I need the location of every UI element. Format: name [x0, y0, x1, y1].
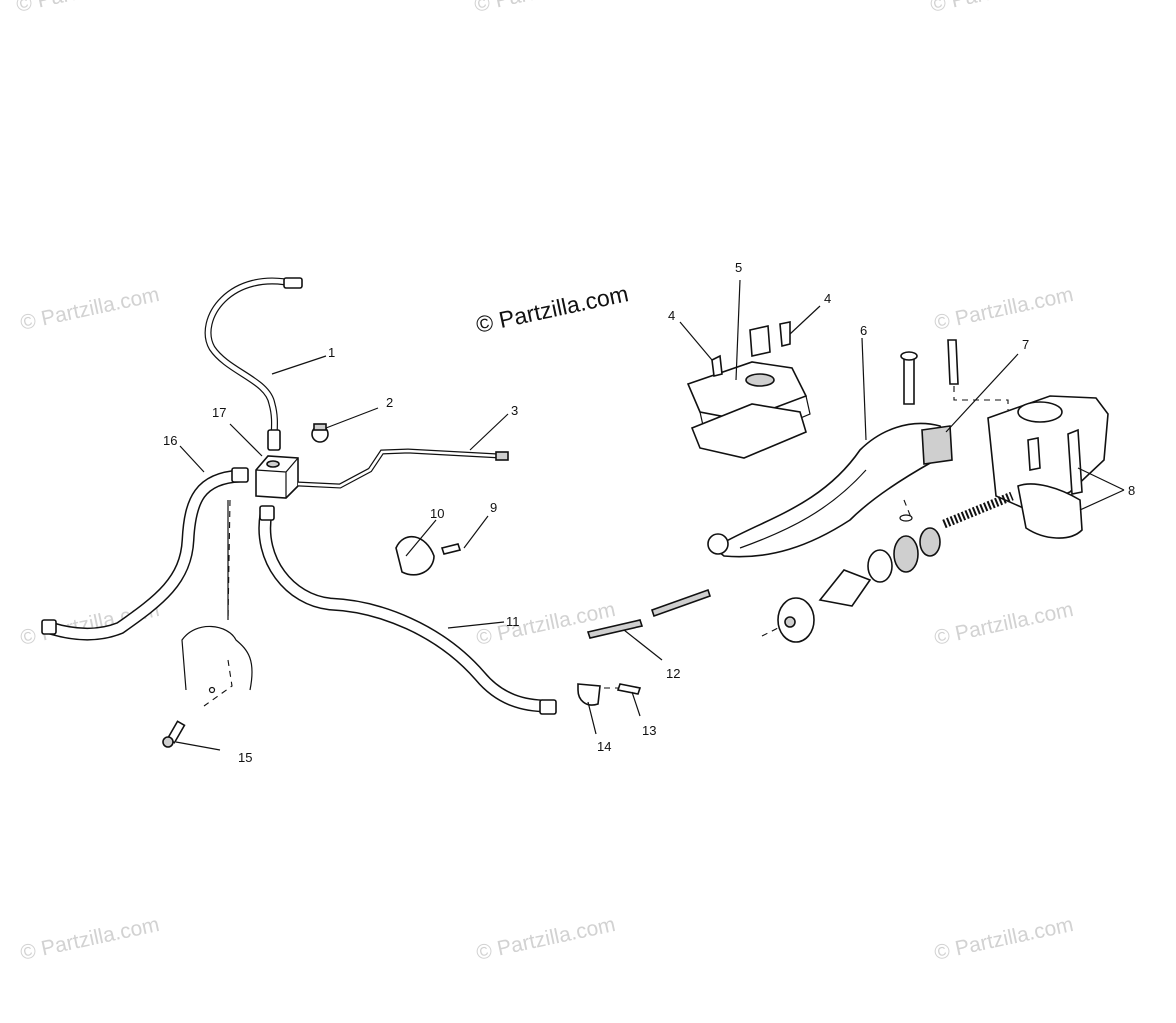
callout-17: 17: [212, 405, 226, 420]
callout-1: 1: [328, 345, 335, 360]
watermark-tile: © Partzilla.com: [474, 598, 617, 650]
callout-11: 11: [506, 614, 520, 629]
callout-14: 14: [597, 739, 611, 754]
watermark-tile: © Partzilla.com: [472, 0, 615, 17]
dust-boot: [818, 569, 872, 607]
callout-12: 12: [666, 666, 680, 681]
callout-2: 2: [386, 395, 393, 410]
watermark-tile: © Partzilla.com: [474, 913, 617, 965]
callout-4b: 4: [824, 291, 831, 306]
piston-cup: [919, 527, 941, 557]
small-parts: [395, 535, 712, 706]
watermark-tile: © Partzilla.com: [14, 0, 157, 17]
throttle-cable-3: [297, 448, 501, 489]
screw-13: [616, 683, 642, 695]
callout-13: 13: [642, 723, 656, 738]
brake-switch-7: [921, 425, 953, 465]
callout-5: 5: [735, 260, 742, 275]
screw-4a: [711, 354, 723, 377]
pin-9: [440, 543, 462, 555]
watermark-tile: © Partzilla.com: [932, 598, 1075, 650]
callout-3: 3: [511, 403, 518, 418]
watermark-layer: © Partzilla.com © Partzilla.com © Partzi…: [14, 0, 1075, 965]
clamp-bolt: [1067, 428, 1083, 495]
frame-panel: [181, 625, 253, 691]
pin-7: [947, 339, 959, 385]
hose-1-bottom-fitting: [267, 429, 281, 451]
watermark-tile: © Partzilla.com: [18, 283, 161, 335]
callouts: 1 2 3 17 16 10 9 11 12 13 14 15 5 4 4 6 …: [163, 260, 1135, 765]
hose-1-top-fitting: [283, 277, 303, 289]
callout-7: 7: [1022, 337, 1029, 352]
clamp-14: [577, 683, 601, 706]
callout-8: 8: [1128, 483, 1135, 498]
pushrod-cap: [777, 597, 815, 643]
piston-spring: [942, 491, 1014, 529]
bleeder-fitting-2: [311, 423, 329, 443]
left-hose-assembly: [41, 277, 557, 748]
callout-16: 16: [163, 433, 177, 448]
lever-ball-end: [707, 533, 729, 555]
clip-10: [395, 535, 435, 576]
lever-pin: [903, 355, 915, 405]
callout-10: 10: [430, 506, 444, 521]
callout-4a: 4: [668, 308, 675, 323]
watermark-tile: © Partzilla.com: [18, 913, 161, 965]
clamp-bolt: [1027, 437, 1041, 471]
callout-9: 9: [490, 500, 497, 515]
brand-watermark: © Partzilla.com: [474, 280, 631, 338]
watermark-tile: © Partzilla.com: [928, 0, 1071, 17]
handlebar-clamp-8: [1017, 483, 1083, 539]
screw-15: [162, 720, 186, 748]
callout-15: 15: [238, 750, 252, 765]
cap-knob: [749, 325, 771, 357]
cable-tie-12b: [650, 588, 712, 618]
diaphragm: [690, 403, 807, 459]
piston-cup: [893, 535, 919, 573]
master-cylinder-assembly: [686, 321, 1109, 643]
watermark-tile: © Partzilla.com: [932, 283, 1075, 335]
screw-4b: [779, 321, 791, 348]
cable-tie-12a: [586, 619, 644, 639]
leader-lines: [175, 279, 1125, 751]
watermark-tile: © Partzilla.com: [932, 913, 1075, 965]
seal-ring: [867, 549, 893, 583]
callout-6: 6: [860, 323, 867, 338]
